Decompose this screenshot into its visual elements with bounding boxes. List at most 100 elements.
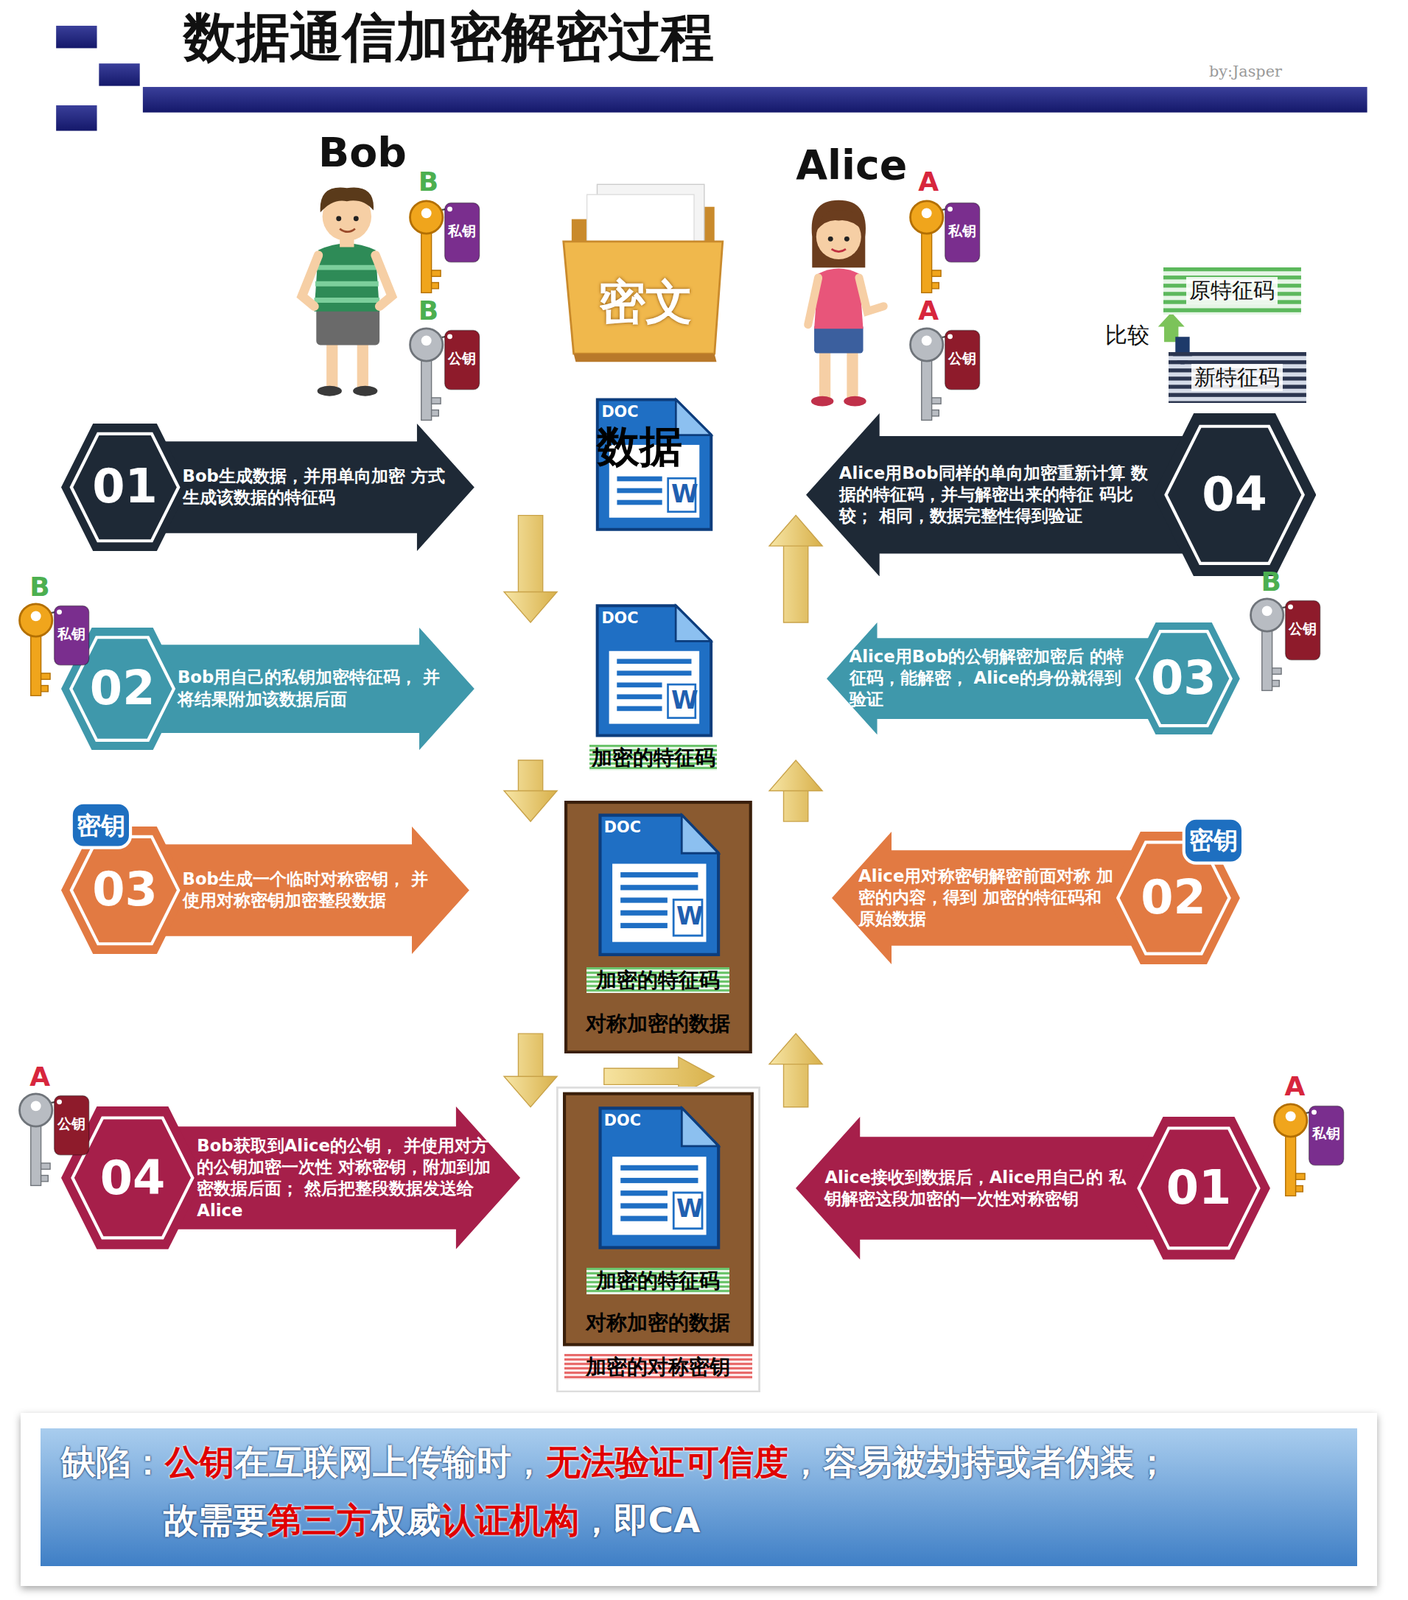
private-key-tag: 私钥 — [906, 198, 983, 297]
person-name: Alice — [795, 142, 907, 188]
flow-arrow-shape — [769, 1033, 823, 1108]
person-name: Bob — [318, 130, 407, 176]
step-text: Bob获取到Alice的公钥， 并使用对方的公钥加密一次性 对称密钥，附加到加密… — [196, 1135, 492, 1222]
key-label: 公钥 — [445, 349, 480, 369]
step-arrow: 01Bob生成数据，并用单向加密 方式生成该数据的特征码 — [61, 423, 475, 552]
note-text: ，容易被劫持或者伪装； — [788, 1441, 1170, 1483]
private-key-tag: 私钥 — [405, 198, 483, 297]
doc-icon-label: DOC — [601, 403, 639, 421]
new-digest-bar: 新特征码 — [1168, 352, 1307, 404]
package-part: 加密的对称密钥 — [564, 1354, 753, 1381]
key-label: 私钥 — [445, 222, 480, 241]
step-number: 02 — [61, 658, 184, 720]
diagram-title: 数据通信加密解密过程 — [183, 8, 714, 67]
bob-figure — [302, 187, 392, 396]
step-text: Bob生成一个临时对称密钥， 并使用对称密钥加密整段数据 — [182, 868, 444, 912]
step-number: 04 — [61, 1148, 205, 1210]
note-text: 权威 — [371, 1500, 441, 1541]
key-owner-letter: B — [418, 167, 439, 197]
step-arrow: 03Alice用Bob的公钥解密加密后 的特征码，能解密， Alice的身份就得… — [826, 622, 1241, 735]
step-text: Bob用自己的私钥加密特征码， 并将结果附加该数据后面 — [177, 666, 450, 710]
doc-icon-label: DOC — [604, 1112, 642, 1130]
note-line: 缺陷：公钥在互联网上传输时，无法验证可信度，容易被劫持或者伪装； — [61, 1441, 1170, 1484]
flow-arrow-shape — [769, 760, 823, 822]
defect-note: 缺陷：公钥在互联网上传输时，无法验证可信度，容易被劫持或者伪装； 故需要第三方权威… — [20, 1413, 1378, 1587]
ciphertext-folder: 密文 — [561, 178, 730, 373]
note-emphasis: 认证机构 — [440, 1500, 580, 1541]
doc-icon-label: DOC — [604, 819, 642, 837]
note-text: ，即CA — [579, 1500, 701, 1541]
node-shape — [405, 326, 483, 424]
flow-arrow — [503, 760, 558, 822]
note-line: 故需要第三方权威认证机构，即CA — [163, 1500, 701, 1542]
key-owner-letter: B — [418, 296, 439, 326]
step-arrow: 01Alice接收到数据后，Alice用自己的 私钥解密这段加密的一次性对称密钥 — [795, 1116, 1271, 1260]
flow-arrow-shape — [769, 515, 823, 623]
watermark: by:Jasper — [1209, 63, 1283, 81]
node-shape — [15, 601, 93, 700]
step-number: 03 — [1127, 648, 1240, 709]
flow-arrow — [769, 760, 823, 822]
step-arrow: 02Alice用对称密钥解密前面对称 加密的内容，得到 加密的特征码和原始数据 — [831, 831, 1241, 965]
node-shape — [556, 1086, 761, 1393]
package-part: 加密的特征码 — [586, 967, 730, 994]
flow-arrow-shape — [503, 515, 558, 623]
key-label: 公钥 — [53, 1115, 89, 1134]
step-text: Alice用对称密钥解密前面对称 加密的内容，得到 加密的特征码和原始数据 — [858, 865, 1114, 931]
step-number: 01 — [1127, 1158, 1271, 1219]
deco-square — [55, 25, 97, 48]
package-part: 对称加密的数据 — [568, 1310, 748, 1336]
package-part: 对称加密的数据 — [572, 1010, 745, 1037]
key-label: 公钥 — [1285, 620, 1321, 639]
badge-label: 密钥 — [69, 810, 133, 843]
key-owner-letter: B — [1261, 567, 1282, 597]
doc-icon-mark: W — [676, 903, 704, 931]
node-shape — [1246, 596, 1324, 695]
symmetric-key-badge: 密钥 — [1181, 816, 1246, 865]
key-label: 私钥 — [1309, 1125, 1344, 1144]
node-shape — [906, 198, 983, 297]
flow-arrow-shape — [503, 1033, 558, 1108]
deco-square — [55, 105, 97, 132]
document-label: 数据 — [596, 419, 683, 474]
step-text: Alice用Bob同样的单向加密重新计算 数据的特征码，并与解密出来的特征 码比… — [839, 462, 1162, 528]
public-key-tag: 公钥 — [15, 1091, 93, 1190]
note-emphasis: 公钥 — [165, 1441, 235, 1483]
note-text: 故需要 — [163, 1500, 268, 1541]
note-text: 缺陷： — [61, 1441, 166, 1483]
digest-label: 原特征码 — [1186, 277, 1278, 305]
deco-square — [98, 63, 140, 86]
node-shape — [405, 198, 483, 297]
step-number: 03 — [61, 859, 189, 921]
step-text: Alice接收到数据后，Alice用自己的 私钥解密这段加密的一次性对称密钥 — [824, 1167, 1134, 1210]
doc-icon-mark: W — [671, 687, 699, 715]
key-owner-letter: B — [29, 572, 50, 602]
public-key-tag: 公钥 — [906, 326, 983, 424]
note-text: 在互联网上传输时， — [234, 1441, 546, 1483]
key-owner-letter: A — [918, 296, 939, 326]
node-shape — [15, 1091, 93, 1190]
digest-caption: 加密的特征码 — [589, 744, 717, 771]
symmetric-key-badge: 密钥 — [69, 800, 133, 850]
doc-icon-mark: W — [676, 1195, 704, 1224]
flow-arrow — [503, 1033, 558, 1108]
step-text: Bob生成数据，并用单向加密 方式生成该数据的特征码 — [182, 465, 449, 509]
badge-label: 密钥 — [1181, 825, 1246, 857]
flow-arrow — [769, 515, 823, 623]
step-arrow: 04Bob获取到Alice的公钥， 并使用对方的公钥加密一次性 对称密钥，附加到… — [61, 1106, 521, 1250]
step-text: Alice用Bob的公钥解密加密后 的特征码，能解密， Alice的身份就得到验… — [849, 646, 1134, 711]
key-label: 公钥 — [944, 349, 980, 369]
step-arrow: 02Bob用自己的私钥加密特征码， 并将结果附加该数据后面 — [61, 627, 475, 751]
doc-icon-mark: W — [671, 481, 699, 509]
flow-arrow-shape — [503, 760, 558, 822]
private-key-tag: 私钥 — [15, 601, 93, 700]
folder-label: 密文 — [561, 272, 730, 334]
doc-icon-label: DOC — [601, 610, 639, 628]
flow-arrow — [769, 1033, 823, 1108]
node-shape — [906, 326, 983, 424]
flow-arrow — [503, 515, 558, 623]
compare-label: 比较 — [1105, 322, 1150, 348]
private-key-tag: 私钥 — [1270, 1102, 1347, 1200]
key-owner-letter: A — [1284, 1072, 1305, 1102]
